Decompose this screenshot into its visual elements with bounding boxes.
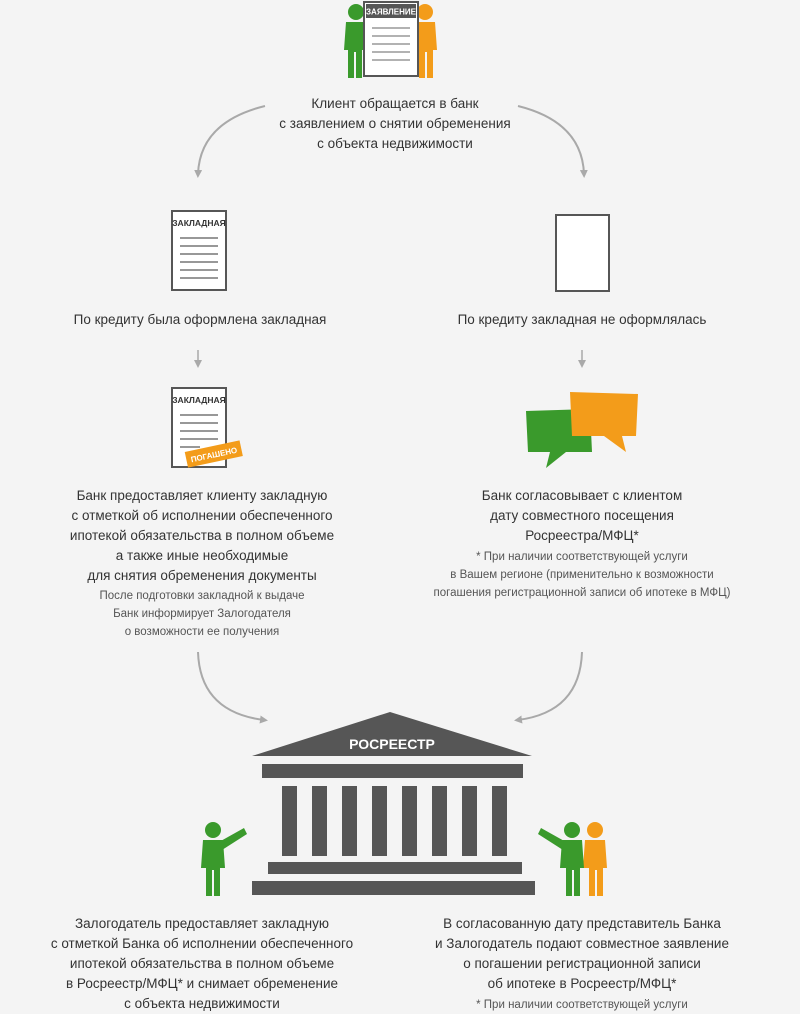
right-action-line-3: Росреестра/МФЦ*	[525, 528, 639, 543]
right-final-line-3: о погашении регистрационной записи	[463, 956, 701, 971]
right-final-line-2: и Залогодатель подают совместное заявлен…	[435, 936, 729, 951]
mortgagor-person-icon	[201, 822, 247, 896]
paid-mortgage-document-label: ЗАКЛАДНАЯ	[172, 395, 226, 405]
left-note-line-2: Банк информирует Залогодателя	[113, 608, 291, 620]
start-line-2: с заявлением о снятии обременения	[279, 116, 511, 131]
start-step-text: Клиент обращается в банк с заявлением о …	[240, 94, 550, 154]
right-action-line-2: дату совместного посещения	[490, 508, 674, 523]
right-final-line-4: об ипотеке в Росреестр/МФЦ*	[487, 976, 677, 991]
start-line-1: Клиент обращается в банк	[311, 96, 479, 111]
left-action-line-2: с отметкой об исполнении обеспеченного	[71, 508, 333, 523]
arrow-to-left-branch	[194, 105, 266, 178]
bank-and-mortgagor-icon	[538, 822, 607, 896]
left-final-line-4: в Росреестр/МФЦ* и снимает обременение	[66, 976, 338, 991]
blank-document-icon	[555, 214, 610, 292]
arrow-left-to-registry	[197, 651, 268, 724]
mortgage-document-icon: ЗАКЛАДНАЯ	[171, 210, 227, 291]
application-handover-icon: ЗАЯВЛЕНИЕ	[344, 1, 437, 78]
left-action-line-3: ипотекой обязательства в полном объеме	[69, 528, 335, 543]
right-note-line-1: * При наличии соответствующей услуги	[476, 551, 688, 563]
right-action-note: * При наличии соответствующей услуги в В…	[412, 548, 752, 602]
start-line-3: с объекта недвижимости	[317, 136, 473, 151]
right-final-line-1: В согласованную дату представитель Банка	[443, 916, 721, 931]
right-action-line-1: Банк согласовывает с клиентом	[481, 488, 683, 503]
registry-label: РОСРЕЕСТР	[349, 736, 435, 752]
left-condition-text: По кредиту была оформлена закладная	[73, 312, 327, 327]
application-document-label: ЗАЯВЛЕНИЕ	[366, 8, 417, 17]
right-action-text: Банк согласовывает с клиентом дату совме…	[432, 486, 732, 546]
left-final-line-1: Залогодатель предоставляет закладную	[75, 916, 329, 931]
right-final-note: * При наличии соответствующей услуги	[432, 996, 732, 1014]
left-final-line-3: ипотекой обязательства в полном объеме	[69, 956, 335, 971]
right-final-note-line-1: * При наличии соответствующей услуги	[476, 999, 688, 1011]
chat-bubbles-icon	[526, 392, 638, 468]
paid-mortgage-document-icon: ЗАКЛАДНАЯ ПОГАШЕНО	[171, 387, 243, 468]
right-note-line-3: погашения регистрационной записи об ипот…	[433, 587, 731, 599]
left-action-line-1: Банк предоставляет клиенту закладную	[76, 488, 328, 503]
mortgage-document-label: ЗАКЛАДНАЯ	[172, 218, 226, 228]
arrow-right-to-registry	[514, 651, 583, 724]
left-action-line-4: а также иные необходимые	[115, 548, 289, 563]
left-action-line-5: для снятия обременения документы	[87, 568, 317, 583]
left-action-note: После подготовки закладной к выдаче Банк…	[52, 587, 352, 641]
left-final-text: Залогодатель предоставляет закладную с о…	[22, 914, 382, 1014]
right-final-text: В согласованную дату представитель Банка…	[412, 914, 752, 994]
arrow-to-right-branch	[517, 105, 588, 178]
right-condition-text: По кредиту закладная не оформлялась	[457, 312, 707, 327]
left-action-text: Банк предоставляет клиенту закладную с о…	[42, 486, 362, 586]
left-final-line-5: с объекта недвижимости	[124, 996, 280, 1011]
left-note-line-1: После подготовки закладной к выдаче	[99, 590, 305, 602]
right-note-line-2: в Вашем регионе (применительно к возможн…	[450, 569, 714, 581]
registry-building-icon: РОСРЕЕСТР	[252, 712, 535, 895]
left-final-line-2: с отметкой Банка об исполнении обеспечен…	[50, 936, 354, 951]
left-note-line-3: о возможности ее получения	[124, 626, 280, 638]
